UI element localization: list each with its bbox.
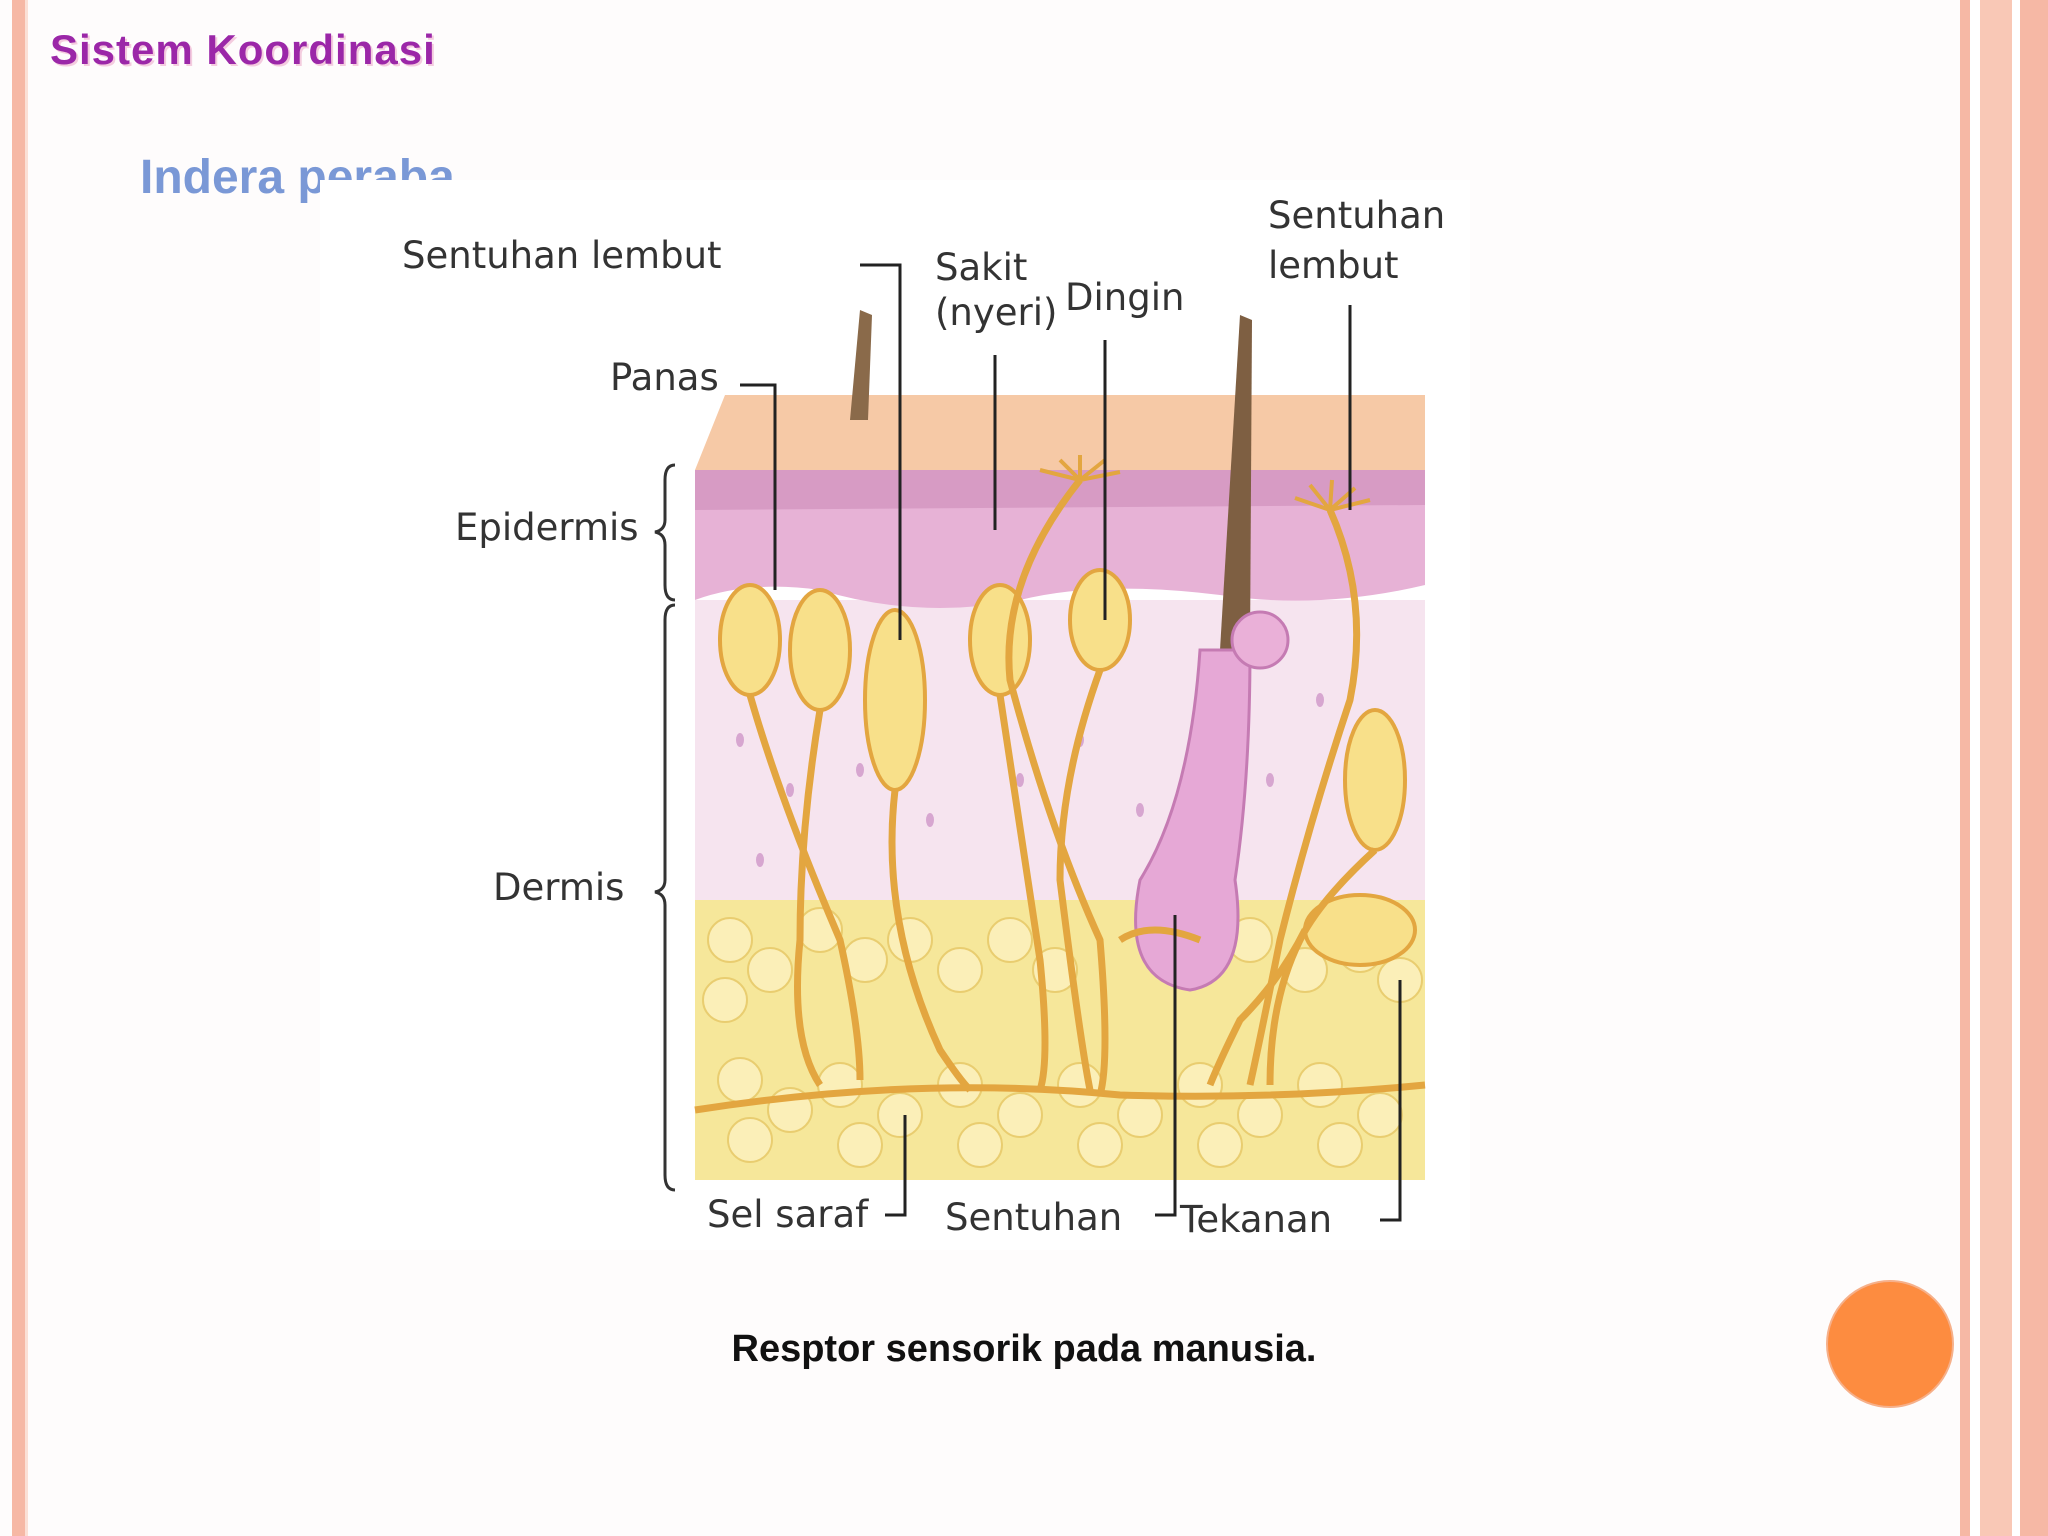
- hair-right: [1220, 315, 1252, 650]
- label-dingin: Dingin: [1065, 276, 1184, 319]
- sebaceous-gland: [1230, 610, 1290, 670]
- skin-cross-section: [694, 310, 1426, 1180]
- right-border-gap-2: [2012, 0, 2020, 1536]
- right-border-stripe-2: [1980, 0, 2012, 1536]
- skin-receptor-diagram: Sentuhan lembut Sakit (nyeri) Dingin Sen…: [320, 180, 1470, 1250]
- layer-braces: [654, 463, 676, 1192]
- skin-diagram-svg: Sentuhan lembut Sakit (nyeri) Dingin Sen…: [402, 194, 1445, 1241]
- label-epidermis: Epidermis: [455, 506, 639, 549]
- label-sentuhan-lembut-left: Sentuhan lembut: [402, 234, 722, 277]
- label-sentuhan-lembut-right-1: Sentuhan: [1268, 194, 1445, 237]
- right-border-gap-1: [1970, 0, 1980, 1536]
- label-nyeri: (nyeri): [935, 291, 1057, 334]
- leader-lines: [740, 263, 1402, 1222]
- figure-caption: Resptor sensorik pada manusia.: [731, 1328, 1317, 1370]
- hair-left: [850, 310, 872, 420]
- left-border-inner: [25, 0, 28, 1536]
- right-border-stripe-3: [2020, 0, 2048, 1536]
- label-sentuhan-lembut-right-2: lembut: [1268, 244, 1399, 287]
- hair-follicle: [1134, 648, 1252, 992]
- label-tekanan: Tekanan: [1179, 1198, 1332, 1241]
- right-border-stripe-1: [1960, 0, 1970, 1536]
- skin-surface: [695, 395, 1425, 470]
- nerve-fibers: [694, 477, 1426, 1114]
- label-dermis: Dermis: [493, 866, 624, 909]
- free-nerve-endings: [1039, 455, 1371, 512]
- label-panas: Panas: [610, 356, 719, 399]
- label-sel-saraf: Sel saraf: [707, 1193, 869, 1236]
- left-border-stripe: [12, 0, 25, 1536]
- slide-header-title: Sistem Koordinasi: [50, 26, 436, 73]
- label-sakit: Sakit: [935, 246, 1027, 289]
- label-sentuhan: Sentuhan: [945, 1196, 1122, 1239]
- next-slide-circle[interactable]: [1826, 1280, 1954, 1408]
